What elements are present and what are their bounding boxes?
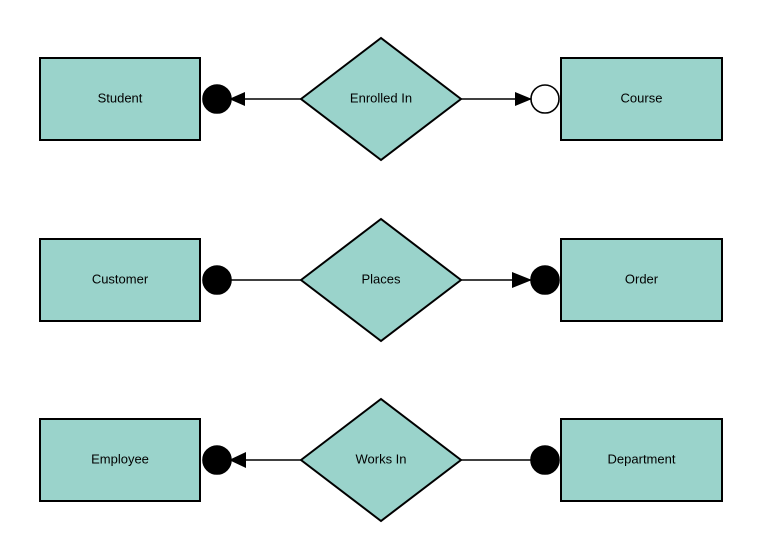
arrow-right-icon-course — [515, 92, 532, 106]
cardinality-marker-filled-student — [202, 84, 232, 114]
entity-box-course[interactable] — [560, 57, 723, 141]
arrow-left-icon-employee — [229, 452, 246, 468]
cardinality-marker-hollow-course — [530, 84, 560, 114]
arrow-left-icon-student — [229, 92, 245, 106]
entity-label-department: Department — [608, 451, 676, 466]
entity-label-employee: Employee — [91, 451, 149, 466]
relationship-diamond-enrolled-in[interactable] — [299, 36, 463, 162]
cardinality-marker-filled-employee — [202, 445, 232, 475]
entity-label-order: Order — [625, 271, 659, 286]
relationship-row-enrolled-in: Student Enrolled In Course — [39, 36, 723, 162]
relationship-diamond-places[interactable] — [299, 217, 463, 343]
relationship-label-places: Places — [361, 271, 401, 286]
entity-label-student: Student — [98, 90, 143, 105]
entity-box-order[interactable] — [560, 238, 723, 322]
entity-box-student[interactable] — [39, 57, 201, 141]
arrow-right-icon-order — [512, 272, 532, 288]
relationship-row-works-in: Employee Works In Department — [39, 397, 723, 523]
cardinality-marker-filled-department — [530, 445, 560, 475]
cardinality-marker-filled-customer — [202, 265, 232, 295]
entity-box-employee[interactable] — [39, 418, 201, 502]
entity-box-customer[interactable] — [39, 238, 201, 322]
relationship-label-works-in: Works In — [355, 451, 406, 466]
relationship-diamond-works-in[interactable] — [299, 397, 463, 523]
relationship-label-enrolled-in: Enrolled In — [350, 90, 412, 105]
entity-label-course: Course — [621, 90, 663, 105]
entity-box-department[interactable] — [560, 418, 723, 502]
entity-label-customer: Customer — [92, 271, 149, 286]
cardinality-marker-filled-order — [530, 265, 560, 295]
relationship-row-places: Customer Places Order — [39, 217, 723, 343]
